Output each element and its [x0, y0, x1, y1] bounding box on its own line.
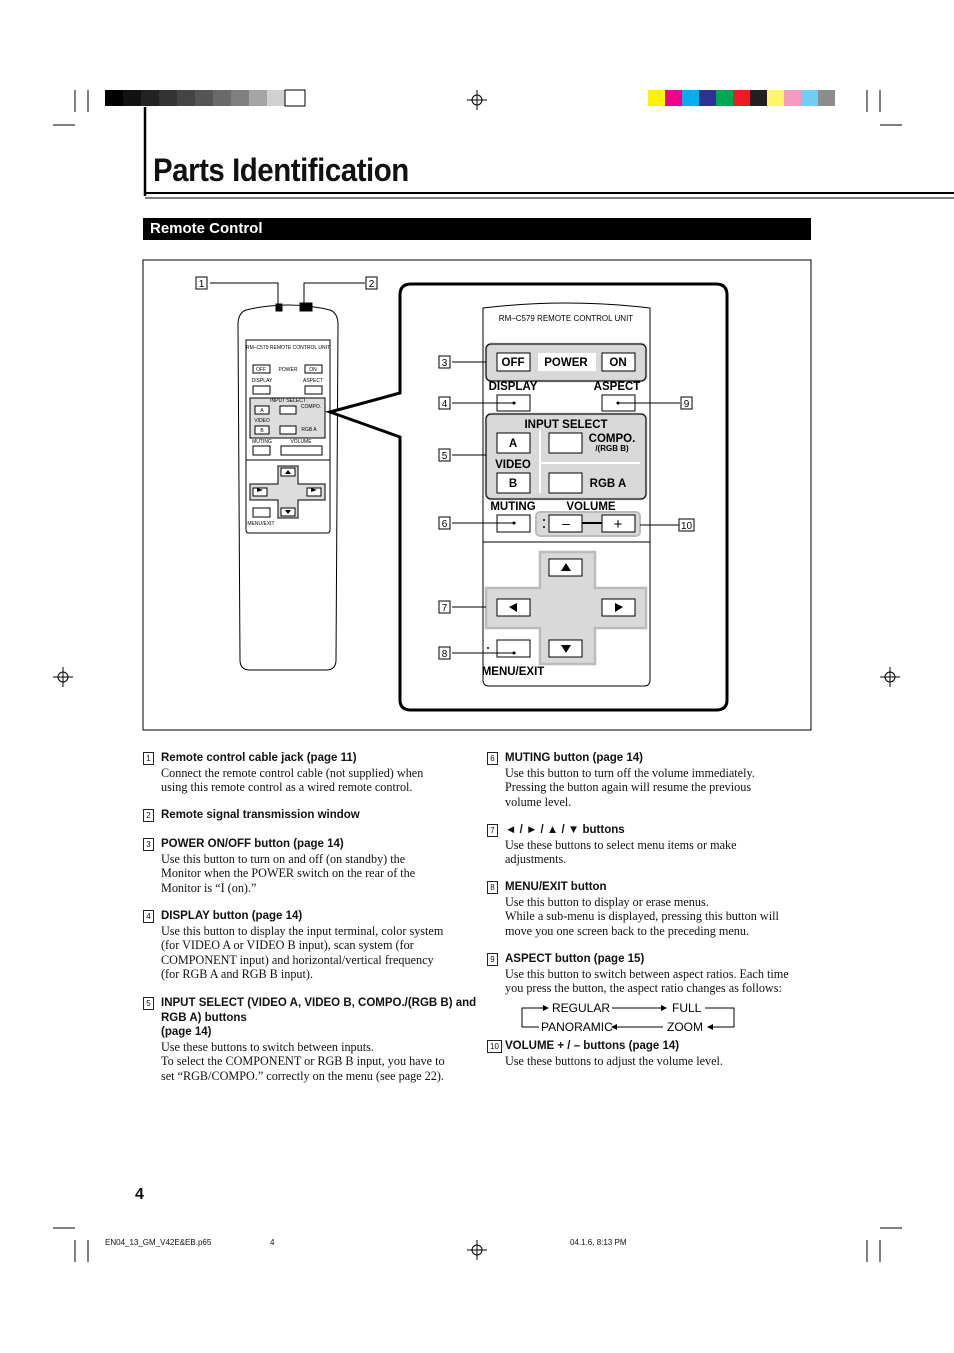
callout-10: 10	[681, 521, 693, 532]
svg-text:B: B	[260, 428, 264, 434]
footer-sheet: 4	[270, 1238, 275, 1247]
aspect-cycle-diagram: REGULAR FULL PANORAMIC ZOOM	[521, 1001, 735, 1034]
svg-text:A: A	[260, 408, 264, 414]
svg-text:A: A	[509, 438, 517, 450]
callout-2: 2	[369, 279, 375, 290]
svg-text:MENU/EXIT: MENU/EXIT	[247, 521, 274, 527]
power-on-button[interactable]	[601, 352, 636, 372]
arrow-left-icon	[509, 603, 517, 612]
callout-7: 7	[442, 603, 448, 614]
svg-text:FULL: FULL	[672, 1001, 702, 1015]
list-item: 6 MUTING button (page 14) Use this butto…	[487, 751, 755, 809]
list-item: 5 INPUT SELECT (VIDEO A, VIDEO B, COMPO.…	[143, 996, 476, 1084]
rgb-a-button[interactable]	[548, 472, 583, 494]
svg-text:DISPLAY: DISPLAY	[489, 381, 538, 393]
svg-text:POWER: POWER	[544, 357, 588, 369]
footer-file: EN04_13_GM_V42E&EB.p65	[105, 1238, 212, 1247]
svg-text:B: B	[509, 478, 517, 490]
svg-text:OFF: OFF	[256, 367, 266, 373]
list-item: 4 DISPLAY button (page 14) Use this butt…	[143, 909, 443, 982]
arrow-up-icon	[561, 563, 571, 571]
small-model-label: RM–C579 REMOTE CONTROL UNIT	[246, 345, 330, 351]
svg-text:COMPO.: COMPO.	[301, 404, 321, 410]
svg-text:ZOOM: ZOOM	[667, 1020, 703, 1034]
callout-8: 8	[442, 649, 448, 660]
page-title: Parts Identification	[153, 152, 409, 188]
svg-text:DISPLAY: DISPLAY	[252, 378, 273, 384]
svg-text:/(RGB B): /(RGB B)	[595, 444, 629, 453]
svg-text:RGB A: RGB A	[301, 427, 317, 433]
svg-text:MENU/EXIT: MENU/EXIT	[482, 666, 545, 678]
video-b-button[interactable]	[496, 472, 531, 494]
signal-window	[299, 302, 313, 312]
power-off-button[interactable]	[496, 352, 531, 372]
remote-figure: RM–C579 REMOTE CONTROL UNIT OFF POWER ON…	[142, 259, 812, 731]
video-a-button[interactable]	[496, 432, 531, 454]
cable-jack	[275, 303, 283, 312]
callout-1: 1	[199, 279, 205, 290]
arrow-right-icon	[615, 603, 623, 612]
svg-text:ON: ON	[609, 357, 626, 369]
svg-text:+: +	[614, 516, 623, 533]
svg-text:INPUT SELECT: INPUT SELECT	[524, 419, 607, 431]
svg-text:VOLUME: VOLUME	[566, 501, 616, 513]
svg-text:MUTING: MUTING	[252, 439, 272, 445]
section-heading: Remote Control	[143, 218, 811, 240]
page-number: 4	[135, 1186, 144, 1203]
svg-text:REGULAR: REGULAR	[552, 1001, 610, 1015]
arrow-down-icon	[561, 645, 571, 653]
svg-text:VIDEO: VIDEO	[254, 418, 270, 424]
list-item: 2 Remote signal transmission window	[143, 808, 360, 823]
svg-text:COMPO.: COMPO.	[589, 433, 636, 445]
svg-text:INPUT SELECT: INPUT SELECT	[270, 398, 306, 404]
svg-text:PANORAMIC: PANORAMIC	[541, 1020, 613, 1034]
big-remote	[482, 302, 651, 687]
callout-5: 5	[442, 451, 448, 462]
svg-text:POWER: POWER	[279, 367, 298, 373]
menu-exit-button[interactable]	[496, 639, 531, 658]
svg-text:ON: ON	[309, 367, 317, 373]
footer-date: 04.1.6, 8:13 PM	[570, 1238, 627, 1247]
svg-text:ASPECT: ASPECT	[303, 378, 323, 384]
svg-text:ASPECT: ASPECT	[594, 381, 641, 393]
list-item: 9 ASPECT button (page 15) Use this butto…	[487, 952, 789, 996]
model-label: RM–C579 REMOTE CONTROL UNIT	[499, 314, 634, 323]
callout-6: 6	[442, 519, 448, 530]
svg-text:VIDEO: VIDEO	[495, 459, 531, 471]
crosshair-icon	[53, 90, 900, 1260]
svg-text:RGB A: RGB A	[590, 478, 627, 490]
grayscale-bar	[105, 89, 306, 107]
color-bar	[648, 90, 835, 106]
compo-button[interactable]	[548, 432, 583, 454]
callout-9: 9	[684, 399, 690, 410]
callout-4: 4	[442, 399, 448, 410]
list-item: 3 POWER ON/OFF button (page 14) Use this…	[143, 837, 415, 895]
svg-text:–: –	[562, 515, 570, 531]
list-item: 7 ◄ / ► / ▲ / ▼ buttons Use these button…	[487, 823, 737, 867]
svg-text:MUTING: MUTING	[490, 501, 535, 513]
list-item: 8 MENU/EXIT button Use this button to di…	[487, 880, 779, 938]
list-item: 1 Remote control cable jack (page 11) Co…	[143, 751, 423, 795]
list-item: 10 VOLUME + / – buttons (page 14) Use th…	[487, 1039, 723, 1068]
callout-3: 3	[442, 358, 448, 369]
svg-text:VOLUME: VOLUME	[290, 439, 312, 445]
svg-text:OFF: OFF	[502, 357, 525, 369]
